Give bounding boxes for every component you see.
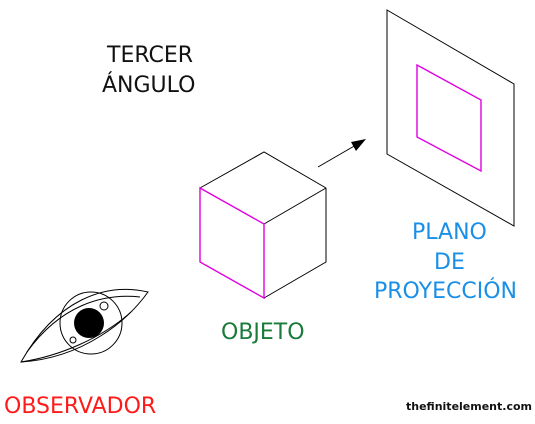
projection-arrow-head [351,139,366,151]
projection-plane [386,9,515,227]
projection-arrow-shaft [317,144,357,168]
eye-icon [20,288,149,363]
observer-label: OBSERVADOR [4,394,157,419]
plane-label-line-1: PLANO [412,220,487,245]
cube-object [199,151,327,300]
projected-face [416,63,482,173]
object-label: OBJETO [221,320,305,345]
title-line-1: TERCER [107,43,194,68]
title-line-2: ÁNGULO [102,73,196,98]
plane-label-line-2: DE [434,250,465,275]
plane-label-line-3: PROYECCIÓN [374,279,517,304]
watermark: thefinitelement.com [406,400,532,413]
